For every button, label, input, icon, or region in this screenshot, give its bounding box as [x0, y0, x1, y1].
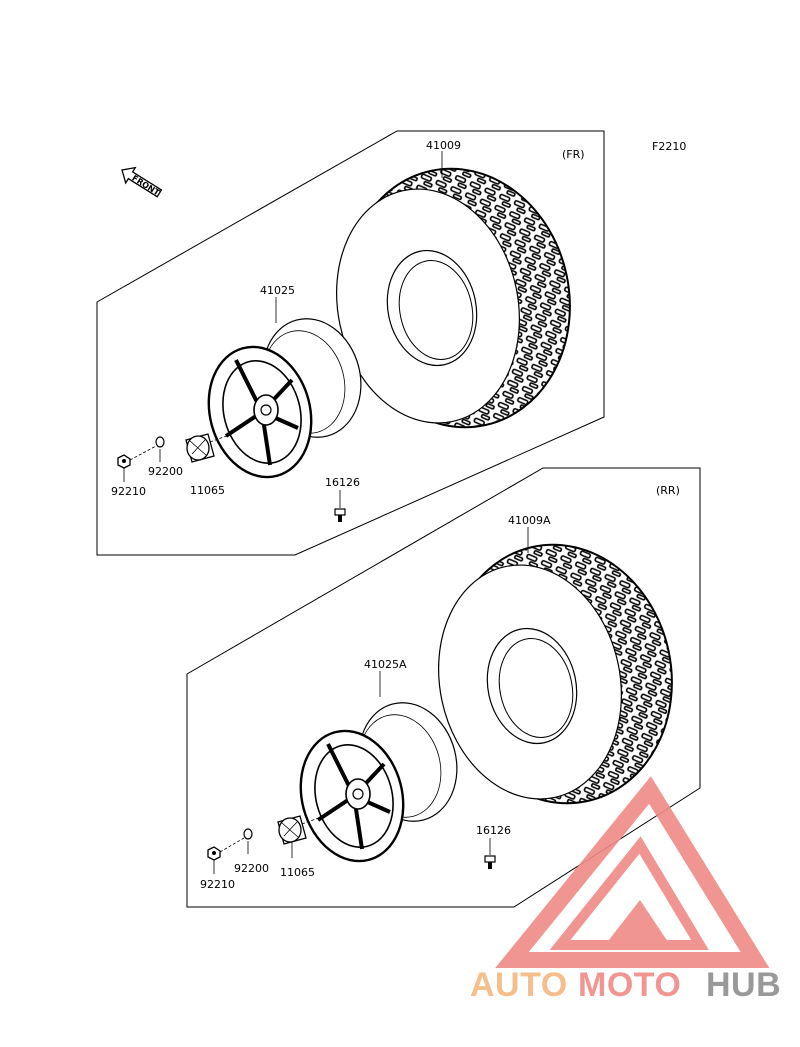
- rear-cap-nut: [277, 815, 307, 845]
- front-washer: [155, 436, 165, 448]
- rear-valve: [484, 855, 496, 869]
- front-nut: [117, 454, 131, 469]
- rear-section-frame: [186, 467, 701, 908]
- rear-section: (RR) 41009A 41025A 110: [186, 467, 701, 908]
- front-cap-part: 11065: [190, 484, 225, 497]
- front-wheel-part: 41025: [260, 284, 295, 297]
- watermark-mountain-icon: [495, 776, 770, 968]
- rear-section-tag: (RR): [656, 484, 680, 497]
- rear-wheel: [299, 702, 458, 863]
- rear-nut-part: 92210: [200, 878, 235, 891]
- watermark-logo: AUTO MOTO HUB: [470, 776, 781, 1004]
- front-arrow-label: FRONT: [130, 173, 161, 197]
- front-valve: [334, 508, 346, 522]
- front-nut-part: 92210: [111, 485, 146, 498]
- front-washer-part: 92200: [148, 465, 183, 478]
- front-section-frame: [96, 130, 605, 556]
- rear-washer: [243, 828, 253, 840]
- rear-tire: [438, 543, 673, 805]
- front-section: (FR) 41009 41025 11065: [96, 130, 605, 556]
- watermark-text-hub: HUB: [706, 966, 781, 1004]
- front-tire: [336, 167, 571, 429]
- rear-valve-part: 16126: [476, 824, 511, 837]
- front-valve-part: 16126: [325, 476, 360, 489]
- front-cap-nut: [185, 433, 215, 463]
- front-wheel: [207, 318, 362, 479]
- front-section-tag: (FR): [562, 148, 585, 161]
- figure-code: F2210: [652, 140, 686, 153]
- rear-nut: [207, 846, 221, 861]
- rear-wheel-part: 41025A: [364, 658, 407, 671]
- front-arrow-icon: FRONT: [121, 166, 163, 198]
- watermark-text-moto: MOTO: [578, 966, 681, 1004]
- rear-cap-part: 11065: [280, 866, 315, 879]
- rear-washer-part: 92200: [234, 862, 269, 875]
- front-tire-part: 41009: [426, 139, 461, 152]
- rear-tire-part: 41009A: [508, 514, 551, 527]
- watermark-text-auto: AUTO: [470, 966, 568, 1004]
